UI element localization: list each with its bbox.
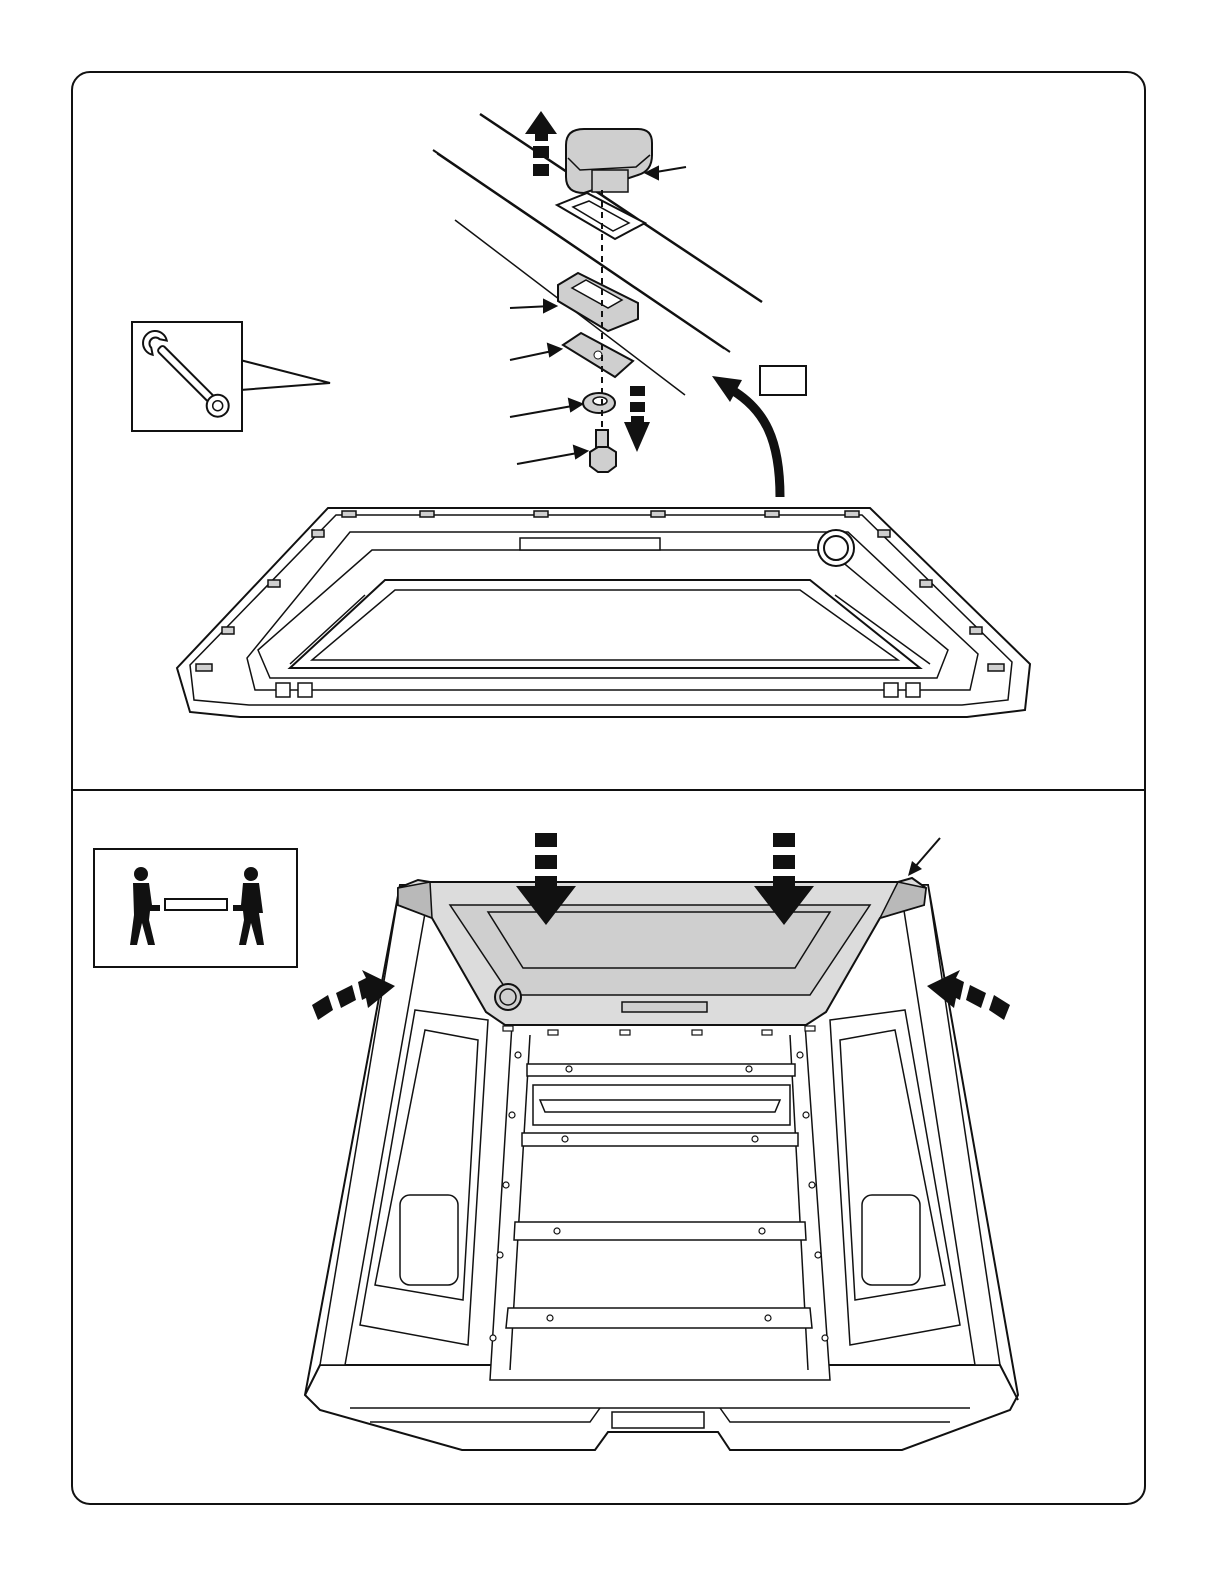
step-label-box [760,366,806,395]
arrow-down-washer [624,386,650,452]
flat-gasket-part [563,333,633,377]
tool-callout [132,322,330,431]
panel-top [132,111,1030,717]
lock-washer-part [583,393,615,413]
two-person-lift-icon [94,849,297,967]
corner-callout-leader [908,838,940,876]
roof-panel-underside [177,508,1030,717]
end-cap-part [566,129,652,193]
arrow-up-remove-cap [525,111,557,176]
tool-callout-pointer [240,360,330,390]
hex-bolt-part [590,430,616,472]
panel-bottom [94,833,1018,1450]
